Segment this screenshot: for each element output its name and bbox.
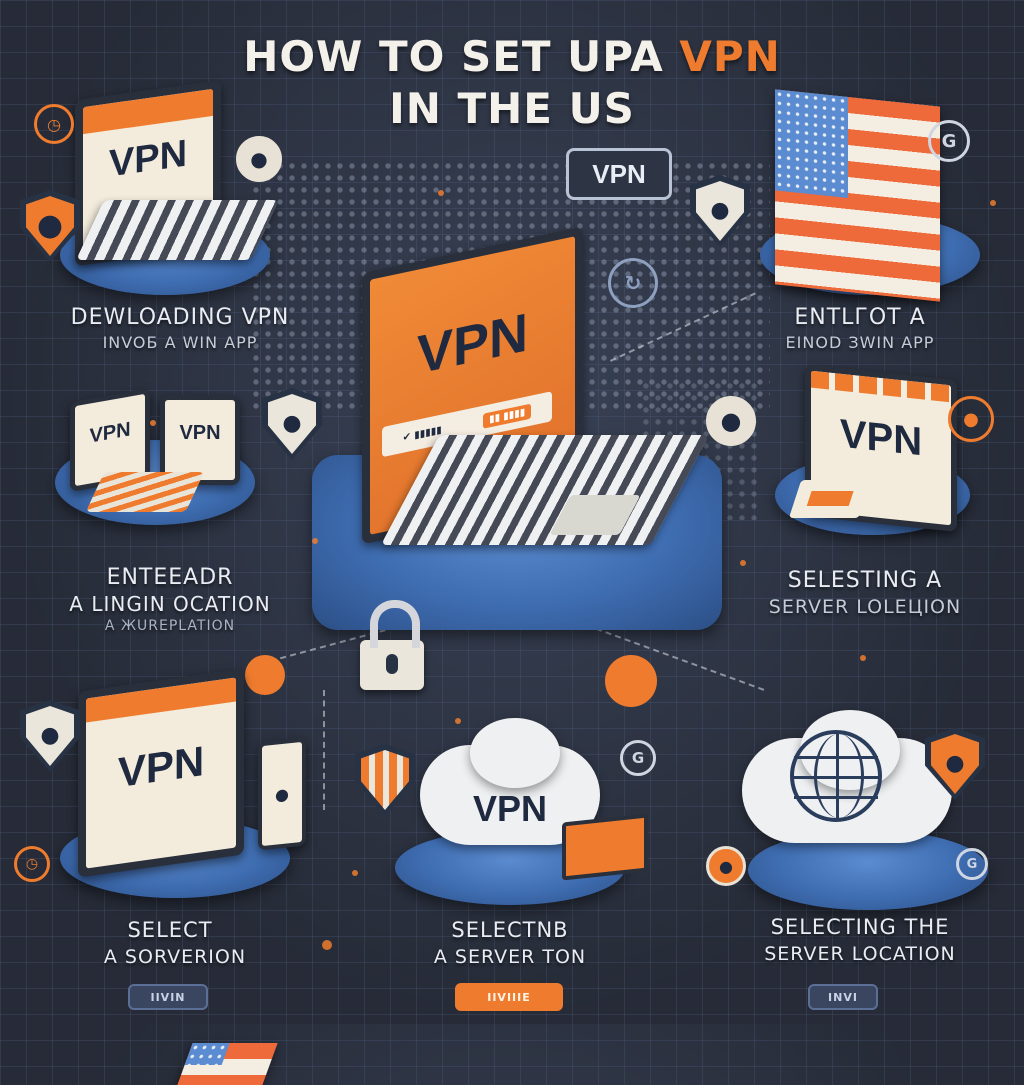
clock-icon: ◷ <box>34 104 74 144</box>
phone-device: ● <box>258 737 306 851</box>
step-label-title: SELECT <box>127 918 213 942</box>
us-flag <box>775 89 940 302</box>
cloud-bump <box>470 718 560 788</box>
orange-ring-icon <box>245 655 285 695</box>
globe-icon <box>790 730 882 822</box>
credit-card <box>85 472 205 512</box>
app-titlebar <box>86 677 236 723</box>
lock-icon: ● <box>236 136 282 182</box>
vpn-cloud-text: VPN <box>472 788 548 829</box>
step-label-sub: A LINGIN OCATION <box>69 592 271 616</box>
spark <box>860 655 866 661</box>
app-titlebar <box>811 370 951 403</box>
small-monitor-display: VPN <box>165 400 235 480</box>
step-label-extra: A ЖUREPLATION <box>104 618 236 634</box>
title-line1: HOW TO SET U <box>243 32 603 81</box>
vpn-logo-text: VPN <box>89 418 131 448</box>
flag-canton <box>184 1043 231 1065</box>
step-label-title: SELECTNВ <box>451 918 569 942</box>
shield-icon <box>355 744 415 816</box>
globe-spin-icon: ↻ <box>608 258 658 308</box>
spark <box>150 420 156 426</box>
step-label-sub: INVOБ A WIN APP <box>102 333 258 352</box>
spark <box>560 300 566 306</box>
page-title: HOW TO SET UPA VPN <box>0 32 1024 81</box>
step-label-title: ENTEEADR <box>106 565 234 590</box>
flag-canton <box>775 89 848 199</box>
step-label-title: DEWLOADING VPN <box>70 305 290 330</box>
vpn-logo-text: VPN <box>839 411 923 465</box>
credit-card <box>788 480 872 518</box>
app-titlebar <box>83 88 213 135</box>
vpn-logo-text: VPN <box>416 302 529 386</box>
shield-lock-icon: ● <box>262 388 322 460</box>
spark <box>312 538 318 544</box>
vpn-logo-text: VPN <box>179 422 221 444</box>
g-icon: G <box>928 120 970 162</box>
spark <box>352 870 358 876</box>
step-label-title: SELECTING THE <box>770 915 950 939</box>
step-label-sub: EINOD ЗWIN APP <box>785 333 935 352</box>
spark <box>322 940 332 950</box>
spark <box>990 200 996 206</box>
vpn-logo-text: VPN <box>117 736 205 797</box>
spark <box>740 560 746 566</box>
connector-line <box>323 690 325 810</box>
flag-card <box>177 1043 278 1085</box>
step-label-sub: A SERVER TON <box>433 946 587 968</box>
title-line1-mid: PA <box>602 32 680 81</box>
step-button-center[interactable]: IIVIIIE <box>455 983 563 1011</box>
desktop-monitor: VPN <box>78 668 244 878</box>
step-label-sub: SERVER LOLEЦION <box>768 596 962 618</box>
tablet-device <box>562 813 648 881</box>
desktop-monitor-display: VPN <box>86 677 236 869</box>
title-accent: VPN <box>679 32 781 81</box>
g-icon: G <box>956 848 988 880</box>
step-button-right[interactable]: INVI <box>808 984 878 1010</box>
small-monitor: VPN <box>160 395 240 485</box>
step-label-title: SELESTING A <box>787 568 943 593</box>
phone-display: ● <box>262 741 302 847</box>
vpn-badge: VPN <box>566 148 672 200</box>
user-badge-icon <box>605 655 657 707</box>
padlock-icon <box>360 600 424 690</box>
page-subtitle: IN THE US <box>0 84 1024 133</box>
shield-lock-icon: ● <box>20 700 80 772</box>
vpn-logo-text: VPN <box>108 132 188 186</box>
connect-button[interactable]: ▮▮ ▮▮▮▮ <box>483 402 532 429</box>
clock-icon: ◷ <box>14 846 50 882</box>
step-label-sub: A SORVERION <box>103 946 247 968</box>
padlock-icon: ● <box>706 846 746 886</box>
step-button-left[interactable]: IIVIN <box>128 984 208 1010</box>
spark <box>438 190 444 196</box>
step-label-title: ENTLГOT A <box>794 305 926 330</box>
spark <box>455 718 461 724</box>
platform-disc <box>748 830 988 910</box>
lock-ring-icon: ● <box>948 396 994 442</box>
title-line2: IN THE US <box>389 84 635 133</box>
g-icon: G <box>620 740 656 776</box>
laptop-keyboard <box>76 200 279 260</box>
step-label-sub: SERVER LOCATION <box>764 943 956 965</box>
padlock-icon: ● <box>706 396 756 446</box>
